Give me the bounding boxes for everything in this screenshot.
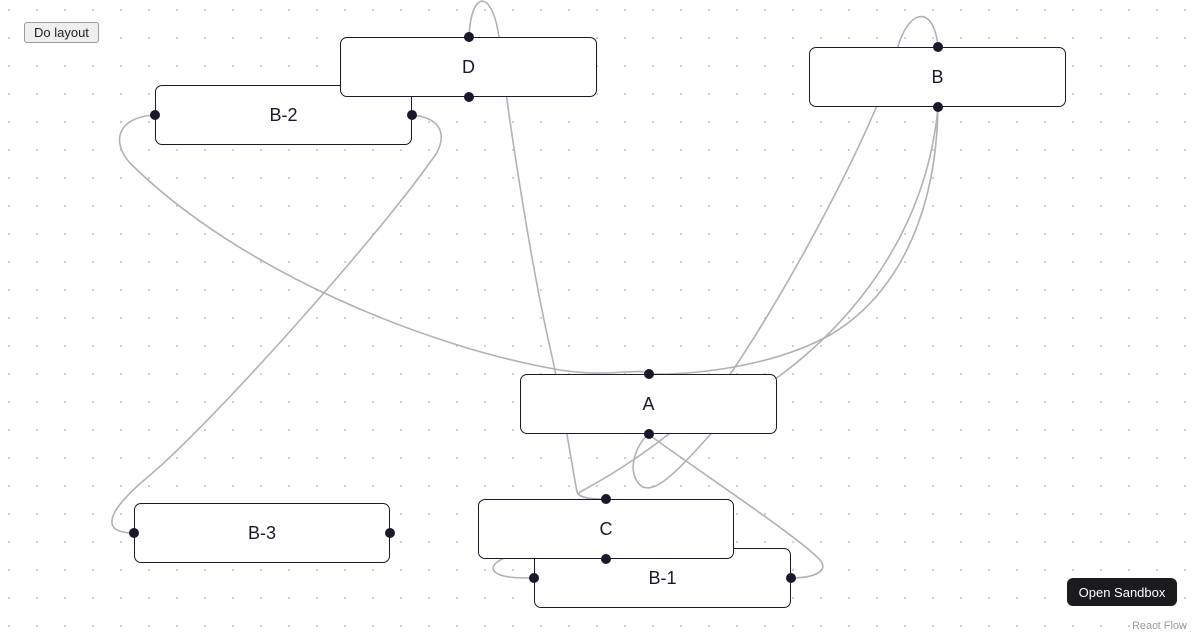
handle-A-bottom[interactable] (643, 429, 654, 439)
node-label-B-2: B-2 (269, 104, 298, 125)
node-B-3[interactable]: B-3 (129, 503, 395, 563)
handle-B-2-right[interactable] (407, 110, 417, 120)
handle-A-top[interactable] (643, 369, 654, 379)
handle-B-3-right[interactable] (385, 528, 395, 538)
node-B[interactable]: B (809, 42, 1066, 112)
edge-a-bottom-to-b1-right[interactable] (647, 433, 824, 579)
edge-b2-right-to-b3-left[interactable] (111, 114, 443, 534)
handle-D-bottom[interactable] (463, 92, 474, 102)
handle-B-3-left[interactable] (129, 528, 139, 538)
edge-b-top-to-c-top[interactable] (578, 15, 939, 500)
edge-b2-left-to-a-top[interactable] (118, 114, 650, 375)
handle-B-1-right[interactable] (786, 573, 796, 583)
do-layout-button[interactable]: Do layout (24, 22, 99, 43)
handle-B-1-left[interactable] (529, 573, 539, 583)
open-sandbox-button[interactable]: Open Sandbox (1067, 578, 1177, 606)
handle-C-bottom[interactable] (601, 554, 611, 564)
node-label-D: D (462, 56, 475, 77)
handle-B-bottom[interactable] (932, 102, 943, 112)
node-label-C: C (599, 518, 613, 539)
node-D[interactable]: D (340, 32, 597, 102)
handle-B-top[interactable] (932, 42, 943, 52)
node-label-B-3: B-3 (247, 522, 276, 543)
handle-B-2-left[interactable] (150, 110, 160, 120)
edge-d-top-to-c-top[interactable] (468, 0, 607, 501)
node-label-B: B (931, 66, 944, 87)
node-label-B-1: B-1 (648, 567, 677, 588)
handle-D-top[interactable] (463, 32, 474, 42)
handle-C-top[interactable] (601, 494, 611, 504)
node-label-A: A (642, 393, 655, 414)
node-B-1[interactable]: B-1 (529, 548, 796, 608)
node-A[interactable]: A (520, 369, 777, 439)
edge-b-bottom-to-a-top[interactable] (648, 106, 939, 375)
node-C[interactable]: C (478, 494, 734, 564)
react-flow-attribution[interactable]: React Flow (1131, 620, 1187, 632)
